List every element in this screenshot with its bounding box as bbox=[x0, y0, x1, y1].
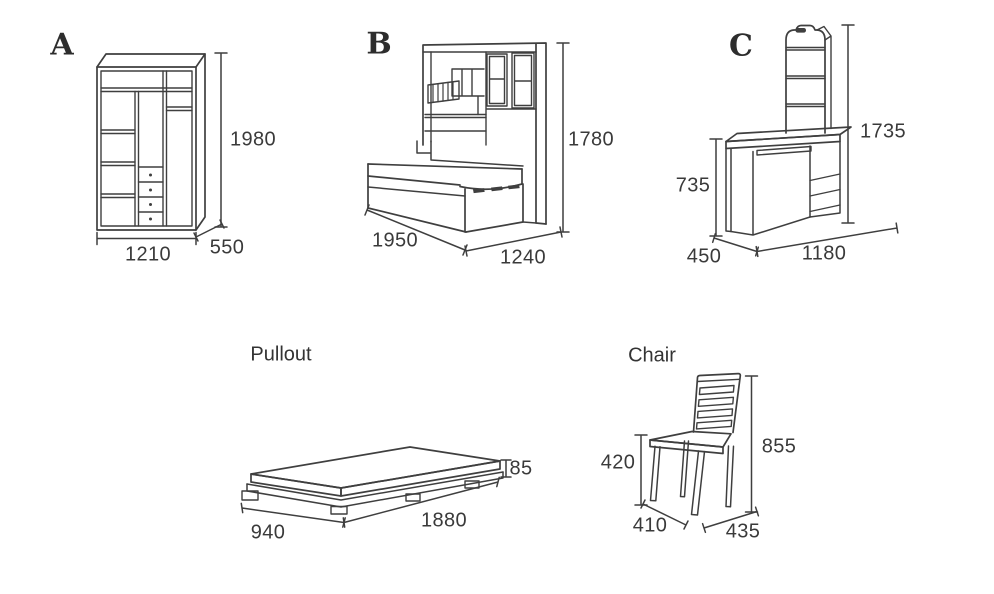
dim-pullout-length: 1880 bbox=[420, 509, 468, 532]
dim-wardrobe-width: 1210 bbox=[124, 243, 172, 266]
dressing-desk-dimension-lines bbox=[709, 24, 899, 258]
section-label-chair: Chair bbox=[628, 344, 676, 367]
wardrobe-drawing bbox=[96, 53, 206, 231]
dim-pullout-height: 85 bbox=[509, 457, 533, 480]
dim-desk-width: 1180 bbox=[801, 242, 847, 265]
dim-desk-depth: 450 bbox=[686, 245, 722, 268]
section-label-pullout: Pullout bbox=[250, 343, 312, 366]
pullout-dimension-lines bbox=[240, 459, 512, 528]
dim-wardrobe-height: 1980 bbox=[229, 128, 277, 151]
dim-chair-seat-height: 420 bbox=[600, 451, 636, 474]
pullout-drawing bbox=[241, 446, 504, 515]
section-label-dressing-desk: C bbox=[729, 28, 753, 64]
dim-bed-unit-height: 1780 bbox=[567, 128, 615, 151]
dim-bed-unit-length: 1950 bbox=[371, 229, 419, 252]
dim-wardrobe-depth: 550 bbox=[209, 236, 245, 259]
bed-unit-drawing bbox=[367, 42, 547, 233]
dim-desk-total-height: 1735 bbox=[859, 120, 907, 143]
dim-chair-depth: 410 bbox=[632, 514, 668, 537]
dim-desk-height: 735 bbox=[675, 174, 711, 197]
dim-pullout-width: 940 bbox=[250, 521, 286, 544]
dressing-desk-drawing bbox=[725, 24, 852, 236]
chair-drawing bbox=[649, 372, 742, 516]
section-label-bed-unit: B bbox=[366, 26, 392, 62]
section-label-wardrobe: A bbox=[50, 27, 74, 63]
bed-unit-dimension-lines bbox=[364, 42, 570, 257]
dim-chair-total-height: 855 bbox=[761, 435, 797, 458]
chair-dimension-lines bbox=[634, 375, 760, 534]
dim-chair-width: 435 bbox=[725, 520, 761, 543]
wardrobe-dimension-lines bbox=[96, 52, 228, 246]
dim-bed-unit-width: 1240 bbox=[499, 246, 547, 269]
